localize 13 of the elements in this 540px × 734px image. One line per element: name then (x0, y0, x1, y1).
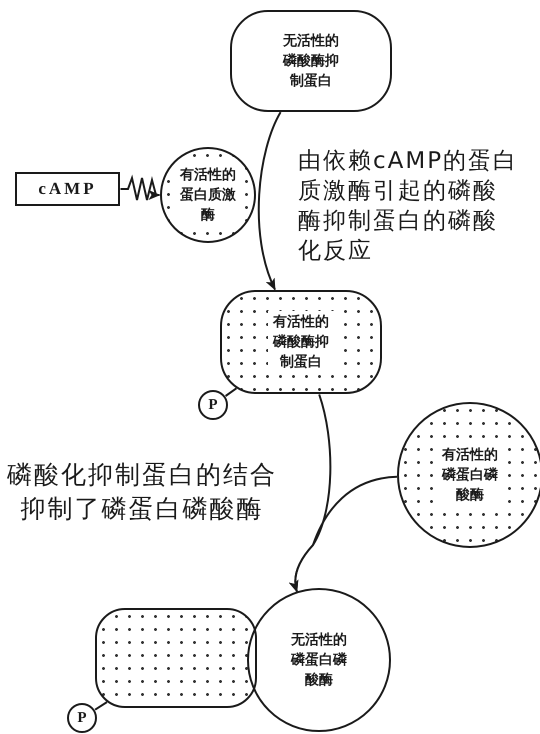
connector-line (225, 387, 237, 397)
protein-box (230, 10, 392, 112)
arrow (258, 112, 282, 291)
enzyme-circle (247, 588, 391, 732)
spring-arrow (120, 174, 160, 201)
connector-line (94, 701, 108, 711)
protein-box (220, 290, 382, 394)
node-label: cAMP (37, 178, 98, 200)
phosphate-circle (67, 703, 97, 733)
protein-box (95, 608, 257, 708)
arrow (289, 476, 398, 592)
camp-box (15, 172, 120, 206)
phosphate-circle (198, 390, 228, 420)
